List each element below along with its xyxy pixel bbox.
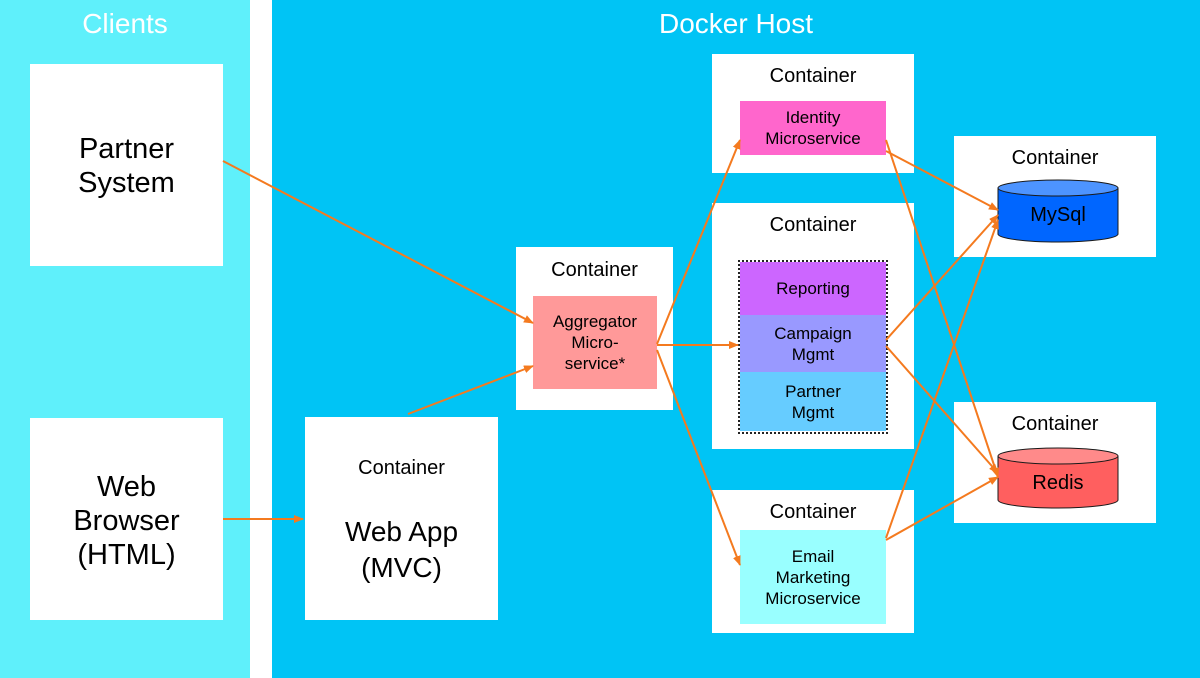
redis-container-title: Container: [1011, 413, 1099, 435]
docker-host-title: Docker Host: [658, 8, 814, 39]
mysql-label: MySql: [1030, 204, 1086, 226]
arrow-identity-to-redis: [885, 139, 999, 478]
core-container-title: Container: [769, 214, 857, 236]
aggregator-label-line1: Aggregator: [552, 312, 638, 331]
webapp-label-line1: Web App: [344, 516, 459, 547]
email-label-line3: Microservice: [765, 588, 861, 608]
partner-system-label-line1: Partner: [78, 133, 175, 165]
aggregator-label-line3: service*: [564, 354, 626, 373]
campaign-mgmt-module: Campaign Mgmt: [740, 315, 886, 372]
aggregator-label-line2: Micro-: [571, 333, 619, 352]
email-marketing-microservice: Email Marketing Microservice: [740, 530, 886, 624]
web-browser-label-line1: Web: [96, 471, 157, 503]
identity-label-line2: Microservice: [765, 129, 861, 148]
campaign-label-line2: Mgmt: [791, 344, 835, 364]
arrow-partner-to-aggregator: [222, 160, 534, 324]
arrow-webapp-to-aggregator: [407, 365, 534, 415]
identity-label-line1: Identity: [785, 108, 841, 127]
reporting-module: Reporting: [740, 262, 886, 315]
arrow-email-to-mysql: [885, 219, 999, 539]
webapp-label-line2: (MVC): [361, 552, 442, 583]
partner-mgmt-label-line1: Partner: [785, 381, 841, 401]
redis-database-icon: [997, 447, 1119, 509]
identity-microservice: Identity Microservice: [740, 101, 886, 155]
arrow-campaign-to-redis: [885, 345, 999, 474]
email-label-line2: Marketing: [775, 567, 851, 587]
reporting-label: Reporting: [776, 279, 850, 298]
identity-container-title: Container: [769, 65, 857, 87]
partner-system-label-line2: System: [78, 167, 175, 199]
arrow-campaign-to-mysql: [885, 214, 999, 341]
arrow-identity-to-mysql: [885, 150, 999, 211]
web-browser-label-line2: Browser: [73, 505, 180, 537]
webapp-container: Container Web App (MVC): [305, 417, 498, 620]
arrow-aggregator-to-email: [656, 349, 741, 566]
arrow-aggregator-to-identity: [656, 139, 741, 345]
clients-title: Clients: [82, 8, 168, 39]
aggregator-container-title: Container: [551, 259, 638, 281]
web-browser-box: Web Browser (HTML): [30, 418, 223, 620]
email-label-line1: Email: [791, 546, 835, 566]
partner-system-box: Partner System: [30, 64, 223, 266]
web-browser-label-line3: (HTML): [77, 539, 176, 571]
redis-label: Redis: [1032, 472, 1084, 494]
partner-mgmt-module: Partner Mgmt: [740, 372, 886, 431]
campaign-label-line1: Campaign: [774, 323, 852, 343]
mysql-database-icon: [997, 179, 1119, 243]
webapp-container-title: Container: [358, 457, 445, 479]
email-container-title: Container: [769, 501, 857, 523]
aggregator-microservice: Aggregator Micro- service*: [533, 296, 657, 389]
partner-mgmt-label-line2: Mgmt: [791, 402, 835, 422]
arrow-email-to-redis: [885, 476, 999, 541]
mysql-container-title: Container: [1011, 147, 1099, 169]
